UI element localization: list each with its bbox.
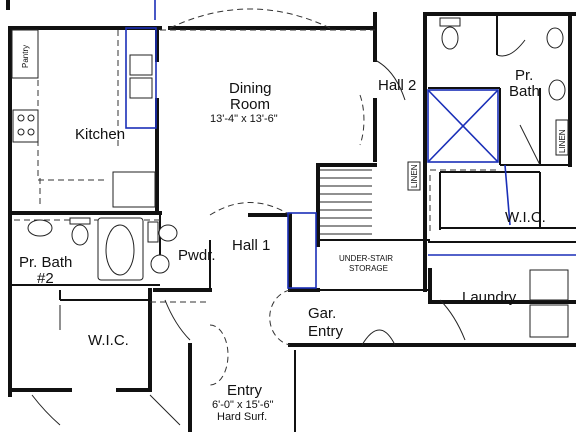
linen-mid [407, 161, 421, 191]
linen-upper [555, 119, 569, 156]
pantry-shelf [11, 29, 39, 79]
label-under-stair-1: UNDER-STAIR [339, 254, 393, 263]
label-gar-entry: Entry [308, 323, 344, 340]
toilet-icon [441, 26, 459, 50]
sink-icon-pwdr [150, 254, 170, 274]
label-kitchen: Kitchen [75, 126, 125, 143]
sink-icon-bath [546, 27, 564, 49]
label-dining: Dining [229, 80, 272, 97]
label-pantry: Pantry [21, 45, 30, 68]
label-wic-right: W.I.C. [505, 209, 546, 226]
toilet-icon-bath2 [71, 224, 89, 246]
label-linen-mid: LINEN [410, 164, 419, 188]
label-under-stair-2: STORAGE [349, 264, 388, 273]
label-wic-left: W.I.C. [88, 332, 129, 349]
sink-icon-bath2 [27, 219, 53, 237]
label-pr-bath: Pr. [515, 67, 533, 84]
range-icon [12, 109, 39, 143]
label-hall2: Hall 2 [378, 77, 416, 94]
sink-icon [129, 54, 153, 76]
refrigerator-icon [112, 171, 156, 208]
label-dining-dims: 13'-4" x 13'-6" [210, 113, 278, 125]
toilet-icon-pwdr [158, 224, 178, 242]
label-hall1: Hall 1 [232, 237, 270, 254]
room-labels: Pantry Kitchen Dining Room 13'-4" x 13'-… [19, 45, 567, 423]
door-arcs [31, 8, 541, 426]
label-pr-bath2-left: Pr. Bath [19, 254, 72, 271]
dryer-icon [529, 304, 569, 338]
label-gar: Gar. [308, 305, 336, 322]
label-entry-dims: 6'-0" x 15'-6" [212, 399, 274, 411]
label-pwdr: Pwdr. [178, 247, 216, 264]
label-laundry: Laundry [462, 289, 517, 306]
label-entry-surf: Hard Surf. [217, 411, 267, 423]
label-pr-bath-2: Bath [509, 83, 540, 100]
blue-fixtures [125, 0, 576, 289]
bathtub-icon [97, 217, 144, 281]
label-dining-room: Room [230, 96, 270, 113]
overhead-lines [14, 29, 500, 303]
walls [6, 0, 576, 432]
label-pr-bath2-num: #2 [37, 270, 54, 287]
washer-icon [529, 269, 569, 301]
fixtures [11, 17, 569, 338]
label-entry: Entry [227, 382, 263, 399]
stair-icon [320, 169, 372, 235]
label-linen-upper: LINEN [558, 129, 567, 153]
